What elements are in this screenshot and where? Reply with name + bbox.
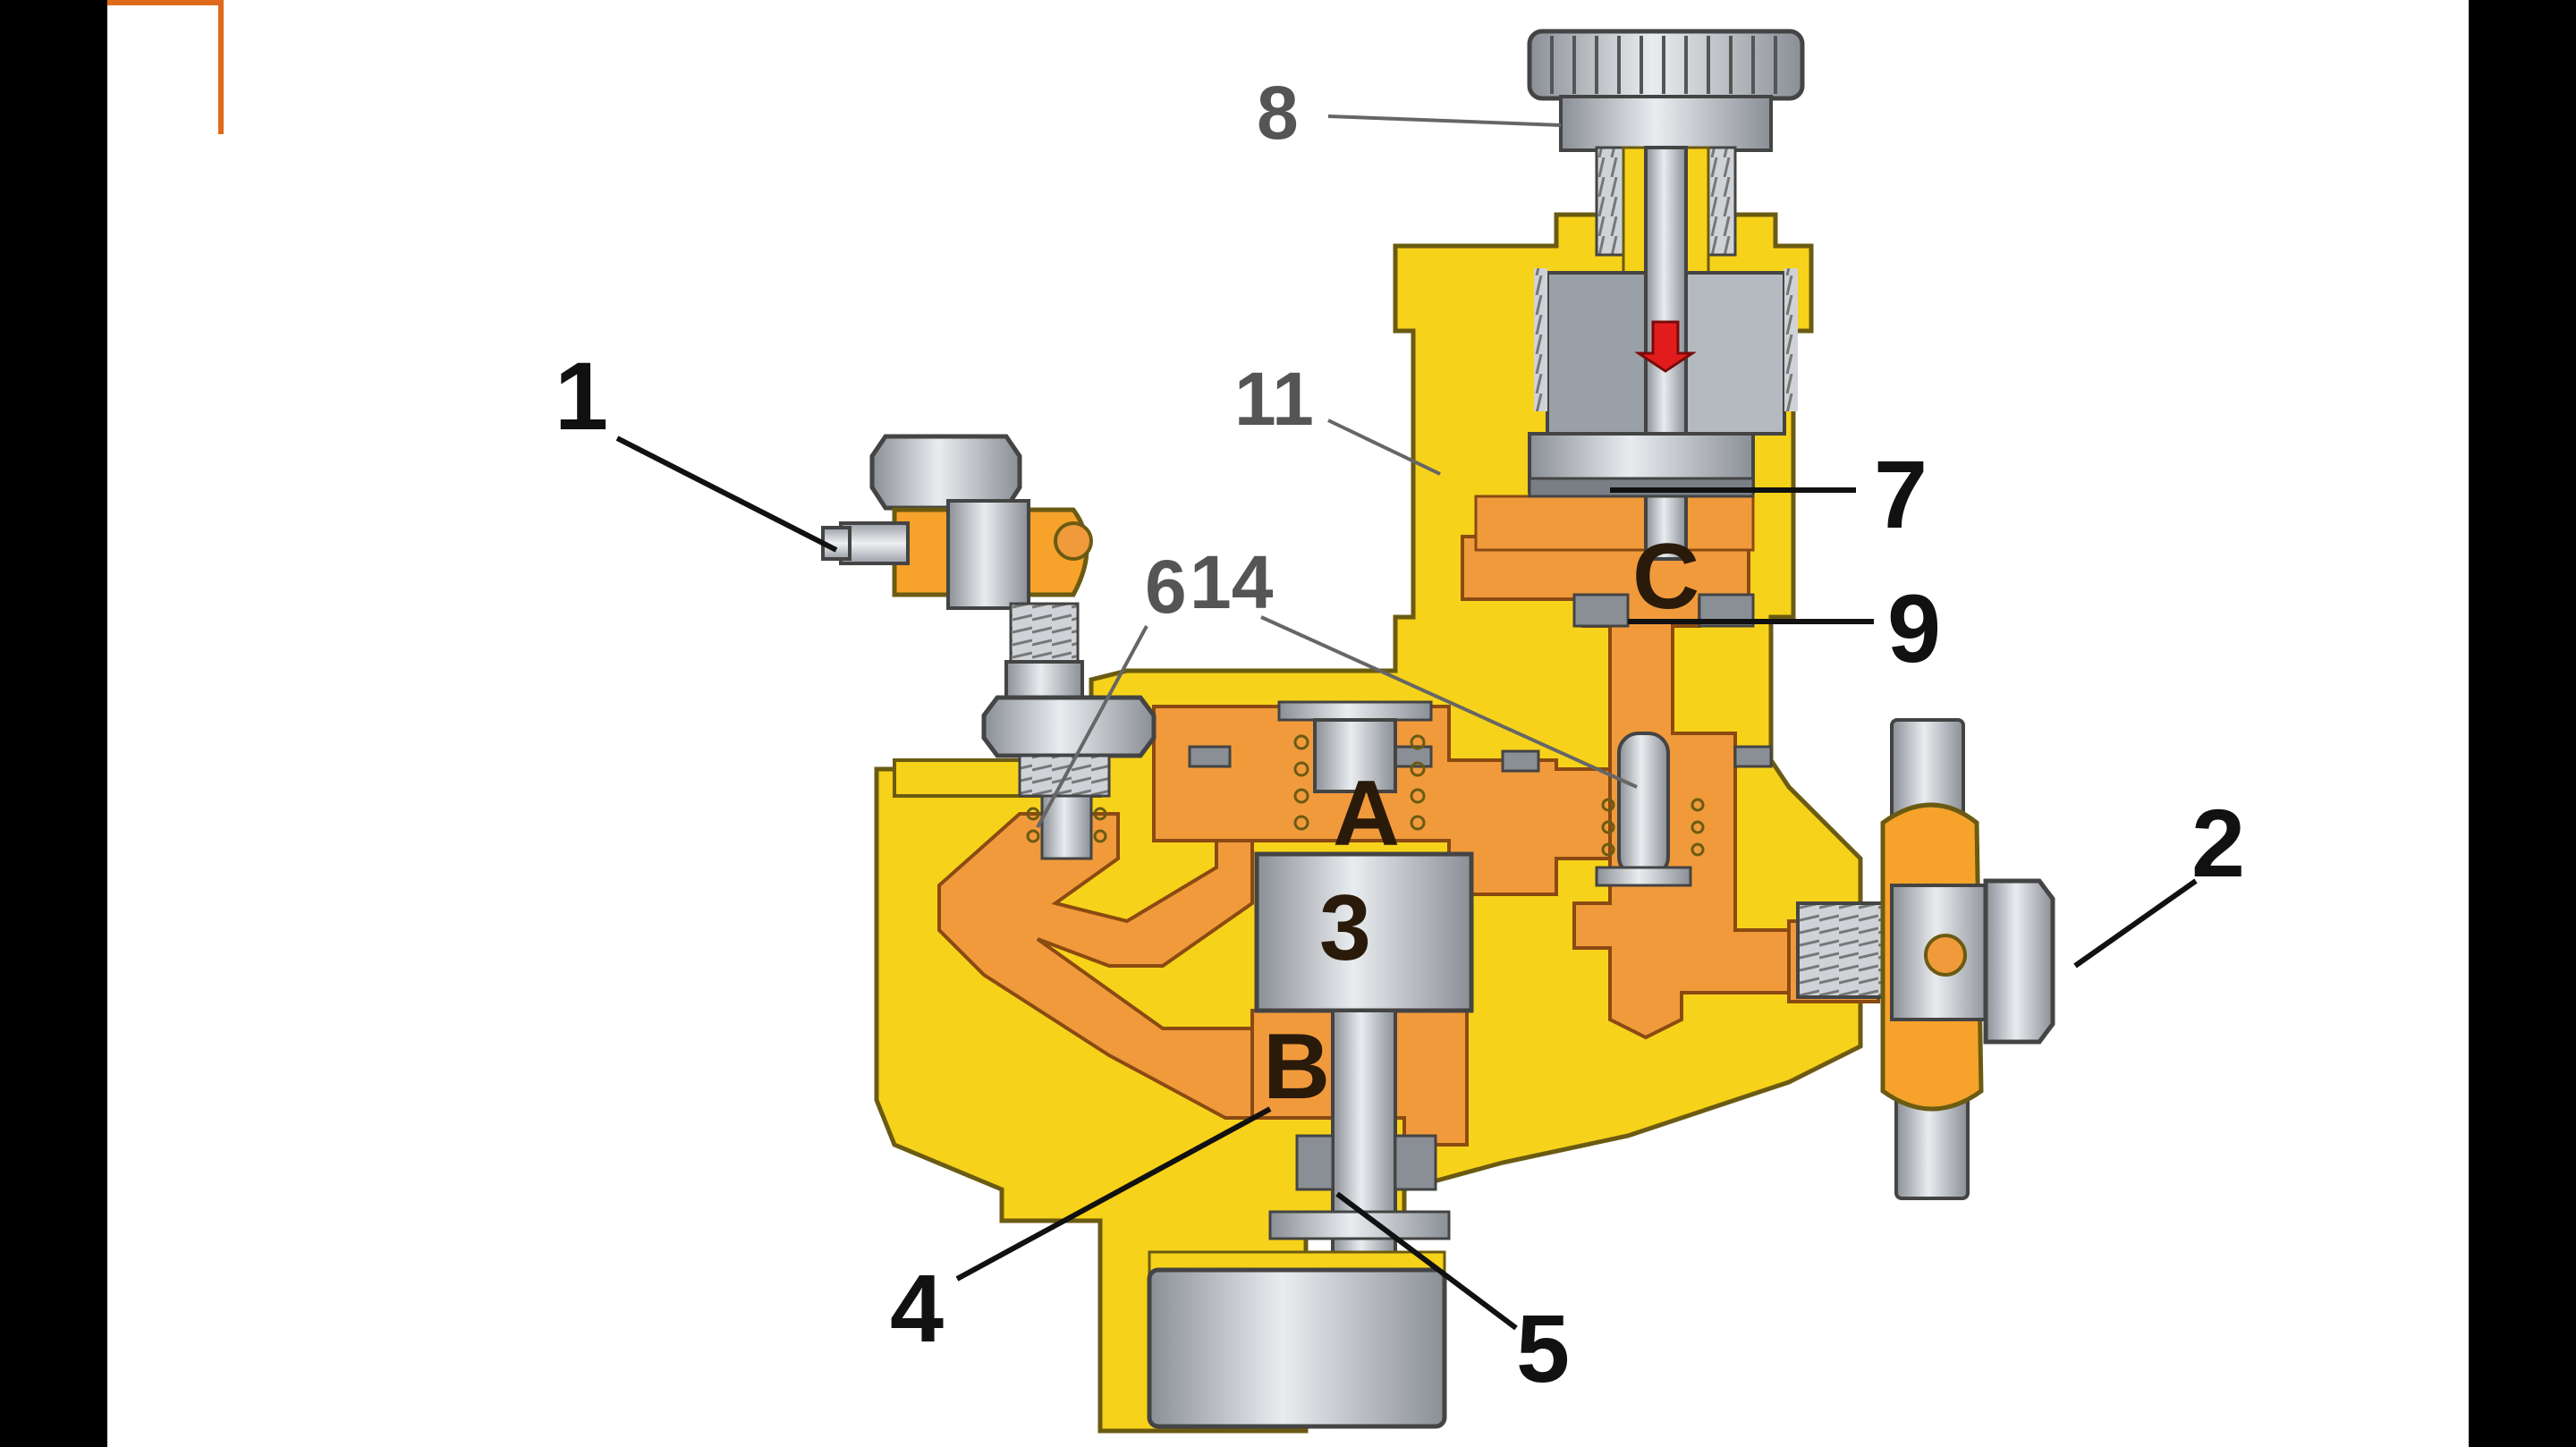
main-piston: [1147, 851, 1474, 1429]
callouts-black: 1 2 4 5 7 9: [555, 342, 2245, 1402]
chamber-label-c: C: [1632, 525, 1699, 629]
leader-line-6: [1036, 625, 1148, 828]
leader-line-11: [1327, 419, 1441, 476]
callout-7: 7: [1874, 440, 1928, 548]
left-letterbox: [0, 0, 107, 1447]
callout-14: 14: [1190, 540, 1274, 624]
knob-assembly: [1527, 29, 1805, 561]
callout-11: 11: [1234, 357, 1314, 441]
diagram-canvas: A B C 3 1 2 4 5 7 9 6 8 11 14: [107, 0, 2469, 1447]
leader-line-2: [2073, 878, 2198, 969]
top-valve-spring: [1277, 700, 1433, 831]
leader-line-5: [1335, 1191, 1518, 1331]
callout-5: 5: [1516, 1294, 1570, 1402]
callout-2: 2: [2191, 789, 2245, 897]
chamber-label-b: B: [1263, 1015, 1330, 1119]
callouts-gray: 6 8 11 14: [1145, 71, 1314, 629]
corner-accent: [107, 0, 224, 134]
leader-line-8: [1327, 114, 1562, 127]
leader-line-14: [1260, 615, 1638, 789]
callout-6: 6: [1145, 545, 1187, 629]
check-valve: [1595, 732, 1705, 887]
leader-line-4: [955, 1106, 1272, 1282]
valve-cross-section-diagram: A B C 3 1 2 4 5 7 9 6 8 11 14: [555, 29, 2245, 1434]
leader-lines: [615, 114, 2198, 1331]
callout-4: 4: [890, 1254, 944, 1362]
callout-8: 8: [1257, 71, 1299, 155]
chamber-labels: A B C 3: [1263, 525, 1699, 1119]
leader-line-1: [615, 436, 838, 553]
callout-9: 9: [1887, 574, 1941, 682]
callout-1: 1: [555, 342, 608, 450]
chamber-label-a: A: [1333, 762, 1400, 866]
right-letterbox: [2469, 0, 2576, 1447]
piston-label-3: 3: [1319, 876, 1371, 980]
right-banjo-fitting: [1796, 718, 2055, 1200]
left-banjo-fitting: [821, 434, 1157, 860]
